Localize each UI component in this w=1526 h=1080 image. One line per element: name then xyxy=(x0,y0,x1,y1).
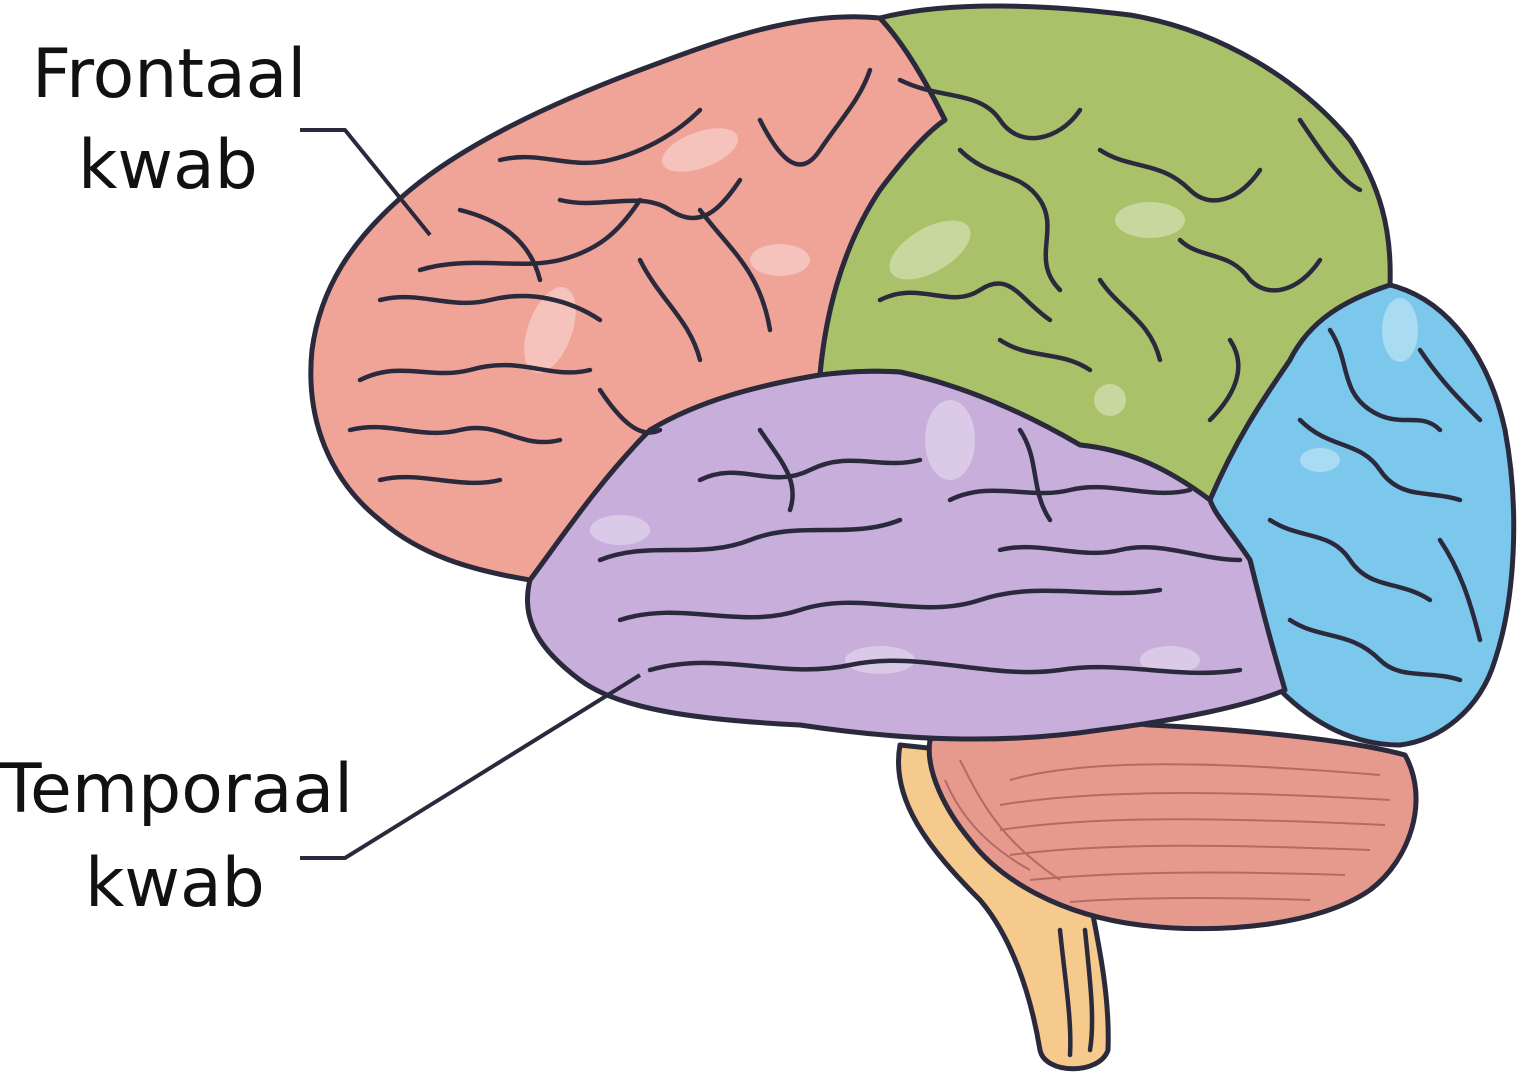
cerebellum-folia xyxy=(944,759,1391,903)
frontal-leader-line xyxy=(300,128,432,237)
temporal-lobe xyxy=(524,368,1288,742)
frontal-folds xyxy=(347,67,873,486)
temporal-lobe-label-line1: Temporaal xyxy=(0,750,353,829)
temporal-leader-line xyxy=(300,673,642,860)
surface-highlights xyxy=(524,128,1418,674)
temporal-lobe-label-line2: kwab xyxy=(85,844,265,923)
occipital-folds xyxy=(1267,327,1483,683)
parietal-folds xyxy=(877,77,1363,423)
occipital-lobe xyxy=(1207,282,1517,748)
frontal-lobe-label-line2: kwab xyxy=(78,126,258,205)
temporal-folds xyxy=(597,427,1243,676)
frontal-lobe-label-line1: Frontaal xyxy=(32,35,306,114)
